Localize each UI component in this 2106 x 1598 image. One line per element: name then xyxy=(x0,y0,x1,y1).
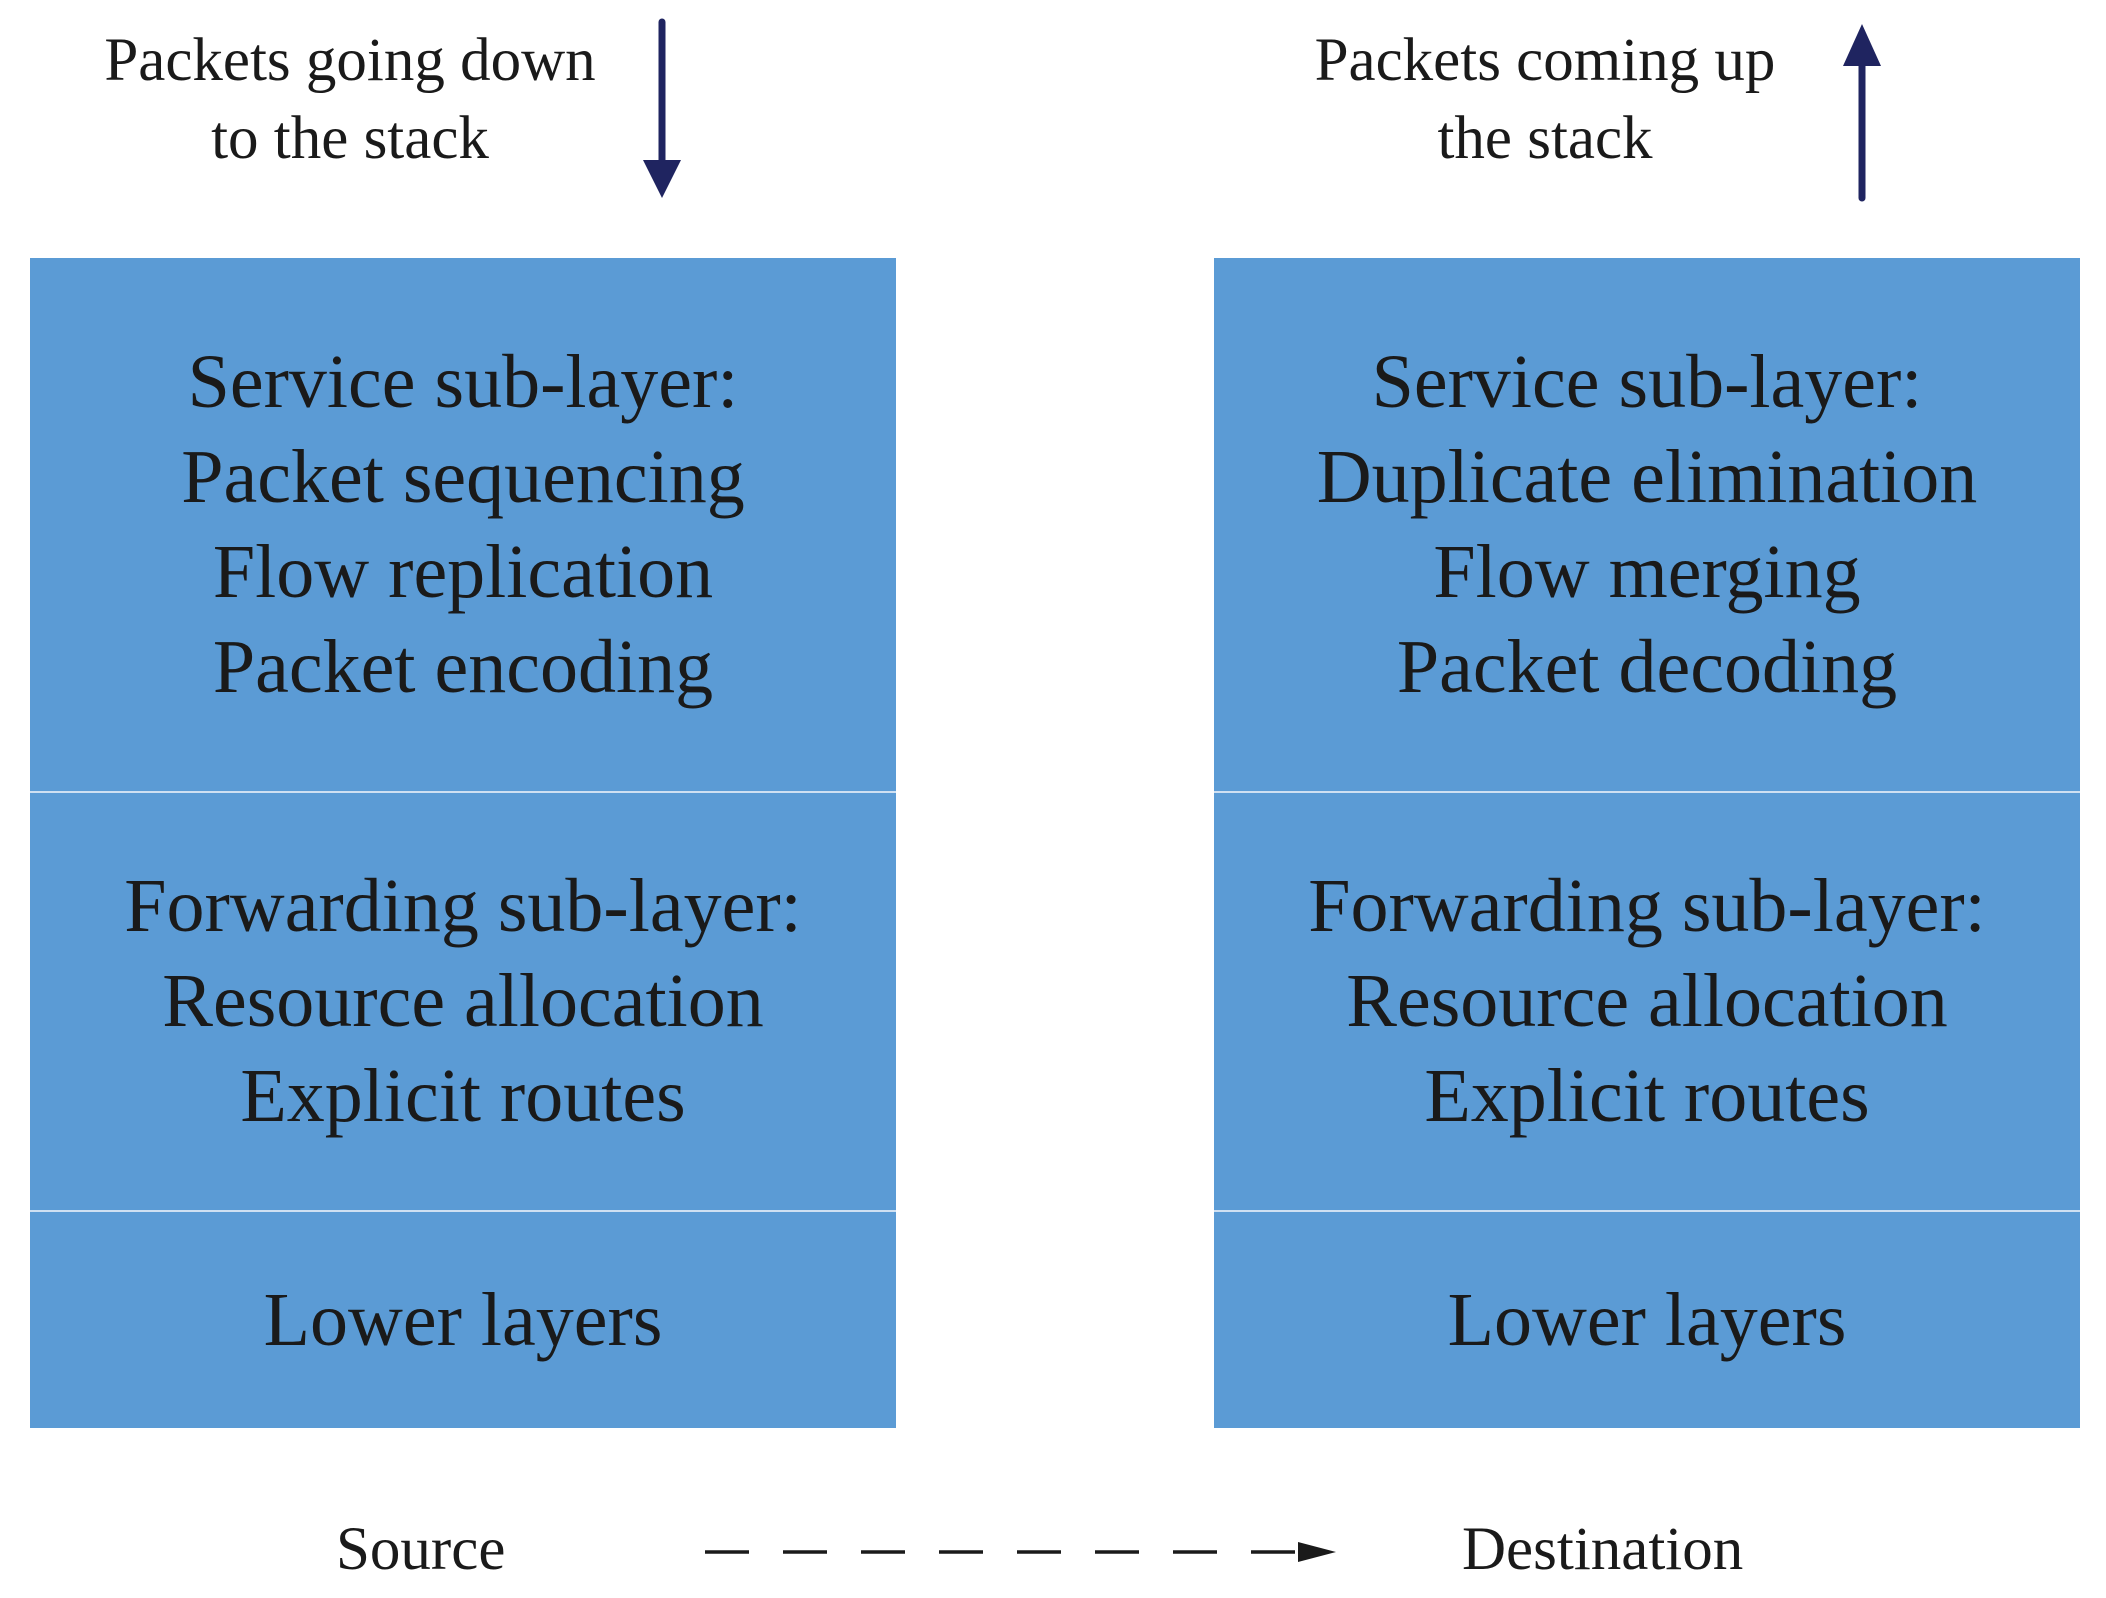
destination-forwarding-title: Forwarding sub-layer: xyxy=(1308,864,1986,948)
destination-service-title: Service sub-layer: xyxy=(1371,339,1923,424)
layer-divider xyxy=(1214,1210,2080,1212)
up-direction-caption: Packets coming up the stack xyxy=(1270,22,1820,178)
destination-service-item: Flow merging xyxy=(1433,529,1861,614)
source-label: Source xyxy=(336,1516,506,1583)
destination-protocol-stack: Service sub-layer: Duplicate elimination… xyxy=(1214,258,2080,1428)
destination-lower-layers: Lower layers xyxy=(1214,1212,2080,1428)
destination-service-item: Duplicate elimination xyxy=(1316,434,1978,519)
destination-service-item: Packet decoding xyxy=(1396,624,1898,709)
down-caption-line1: Packets going down xyxy=(104,27,596,94)
destination-service-sub-layer: Service sub-layer: Duplicate elimination… xyxy=(1214,258,2080,791)
source-lower-layers-label: Lower layers xyxy=(263,1277,663,1362)
source-service-sub-layer: Service sub-layer: Packet sequencing Flo… xyxy=(30,258,896,791)
down-caption-line2: to the stack xyxy=(211,105,489,172)
destination-label: Destination xyxy=(1462,1516,1744,1583)
destination-forwarding-sub-layer: Forwarding sub-layer: Resource allocatio… xyxy=(1214,793,2080,1210)
source-service-item: Packet encoding xyxy=(212,624,714,709)
up-caption-line2: the stack xyxy=(1437,105,1653,172)
destination-forwarding-item: Explicit routes xyxy=(1424,1054,1870,1138)
source-forwarding-sub-layer: Forwarding sub-layer: Resource allocatio… xyxy=(30,793,896,1210)
destination-forwarding-item: Resource allocation xyxy=(1346,959,1948,1043)
up-arrow-icon xyxy=(1843,24,1881,202)
down-direction-caption: Packets going down to the stack xyxy=(60,22,640,178)
source-protocol-stack: Service sub-layer: Packet sequencing Flo… xyxy=(30,258,896,1428)
source-forwarding-item: Resource allocation xyxy=(162,959,764,1043)
source-forwarding-item: Explicit routes xyxy=(240,1054,686,1138)
layer-divider xyxy=(30,791,896,793)
source-forwarding-title: Forwarding sub-layer: xyxy=(124,864,802,948)
source-lower-layers: Lower layers xyxy=(30,1212,896,1428)
up-caption-line1: Packets coming up xyxy=(1314,27,1776,94)
down-arrow-icon xyxy=(643,18,681,198)
layer-divider xyxy=(1214,791,2080,793)
dashed-flow-arrow-icon xyxy=(705,1542,1336,1562)
source-service-title: Service sub-layer: xyxy=(187,339,739,424)
source-service-item: Flow replication xyxy=(212,529,714,614)
layer-divider xyxy=(30,1210,896,1212)
destination-lower-layers-label: Lower layers xyxy=(1447,1277,1847,1362)
source-service-item: Packet sequencing xyxy=(181,434,745,519)
